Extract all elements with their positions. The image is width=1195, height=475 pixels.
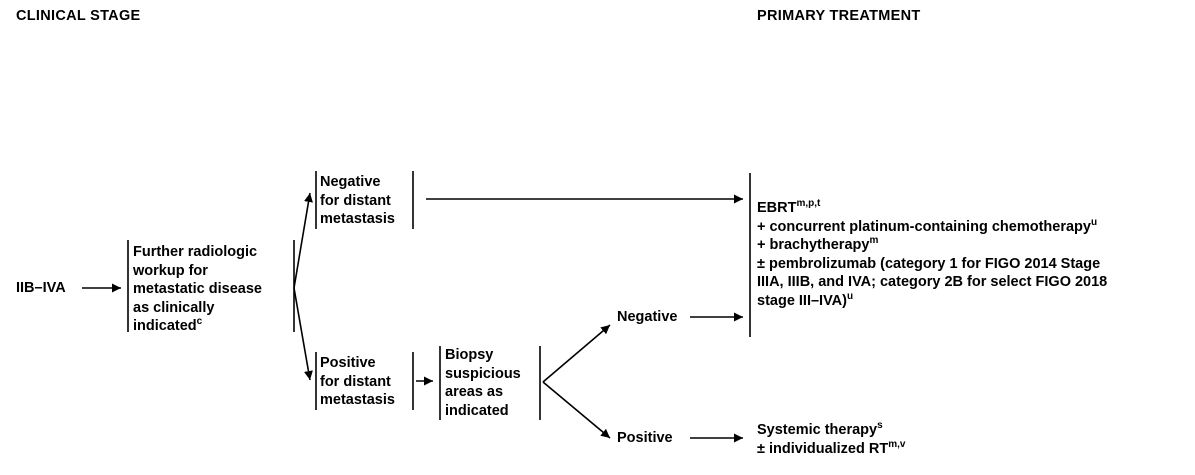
pembro-3-text: stage III–IVA) bbox=[757, 292, 847, 309]
treatment-systemic-box: Systemic therapys ± individualized RTm,v bbox=[757, 421, 905, 458]
workup-line-2: workup for bbox=[133, 262, 208, 279]
ebrt-footnote: m,p,t bbox=[796, 198, 821, 209]
positive-distant-line-2: for distant bbox=[320, 373, 391, 390]
workup-footnote: c bbox=[196, 316, 203, 327]
negative-distant-line-2: for distant bbox=[320, 192, 391, 209]
chemo-footnote: u bbox=[1090, 216, 1098, 228]
biopsy-positive-label: Positive bbox=[617, 430, 673, 446]
systemic-line-1: Systemic therapys bbox=[757, 421, 905, 440]
arrow-workup-to-positive bbox=[293, 287, 313, 381]
workup-line-3: metastatic disease bbox=[133, 281, 262, 297]
treatment-pembro-2: IIIA, IIIB, and IVA; category 2B for sel… bbox=[757, 274, 1108, 290]
biopsy-line-1: Biopsy bbox=[445, 347, 494, 363]
treatment-chemo: + concurrent platinum-containing chemoth… bbox=[757, 216, 1107, 237]
stage-label: IIB–IVA bbox=[16, 280, 66, 296]
arrow-biopsy-to-negative bbox=[542, 324, 611, 383]
chemo-text: + concurrent platinum-containing chemoth… bbox=[757, 218, 1091, 235]
biopsy-line-2: suspicious bbox=[445, 365, 521, 382]
workup-line-5: indicatedc bbox=[133, 317, 262, 336]
negative-distant-line-1: Negative bbox=[320, 174, 381, 190]
systemic-line-2: ± individualized RTm,v bbox=[757, 438, 906, 459]
brachy-footnote: m bbox=[869, 235, 879, 246]
positive-distant-box: Positive for distant metastasis bbox=[320, 354, 395, 410]
arrow-biopsy-to-positive bbox=[542, 381, 611, 439]
workup-last-text: indicated bbox=[133, 318, 197, 334]
brachy-text: + brachytherapy bbox=[757, 237, 870, 253]
systemic-text: Systemic therapy bbox=[757, 422, 878, 438]
negative-distant-box: Negative for distant metastasis bbox=[320, 173, 395, 229]
ebrt-text: EBRT bbox=[757, 200, 797, 216]
workup-box: Further radiologic workup for metastatic… bbox=[133, 243, 262, 336]
workup-line-4: as clinically bbox=[133, 299, 215, 316]
treatment-pembro-3: stage III–IVA)u bbox=[757, 290, 1107, 311]
biopsy-line-4: indicated bbox=[445, 402, 509, 419]
arrow-workup-to-negative bbox=[293, 192, 313, 289]
biopsy-line-3: areas as bbox=[445, 384, 504, 400]
treatment-brachy: + brachytherapym bbox=[757, 236, 1107, 255]
individualized-rt-text: ± individualized RT bbox=[757, 440, 889, 457]
pembro-footnote: u bbox=[846, 290, 854, 302]
positive-distant-line-1: Positive bbox=[320, 355, 376, 371]
treatment-main-box: EBRTm,p,t + concurrent platinum-containi… bbox=[757, 199, 1107, 310]
biopsy-box: Biopsy suspicious areas as indicated bbox=[445, 346, 521, 420]
negative-distant-line-3: metastasis bbox=[320, 211, 395, 227]
biopsy-negative-label: Negative bbox=[617, 309, 678, 325]
treatment-ebrt: EBRTm,p,t bbox=[757, 199, 1107, 218]
positive-distant-line-3: metastasis bbox=[320, 392, 395, 408]
treatment-pembro-1: ± pembrolizumab (category 1 for FIGO 201… bbox=[757, 255, 1101, 272]
primary-treatment-header: PRIMARY TREATMENT bbox=[757, 8, 921, 24]
individualized-rt-footnote: m,v bbox=[888, 438, 906, 450]
systemic-footnote: s bbox=[877, 420, 883, 431]
clinical-stage-header: CLINICAL STAGE bbox=[16, 8, 141, 24]
workup-line-1: Further radiologic bbox=[133, 244, 258, 260]
